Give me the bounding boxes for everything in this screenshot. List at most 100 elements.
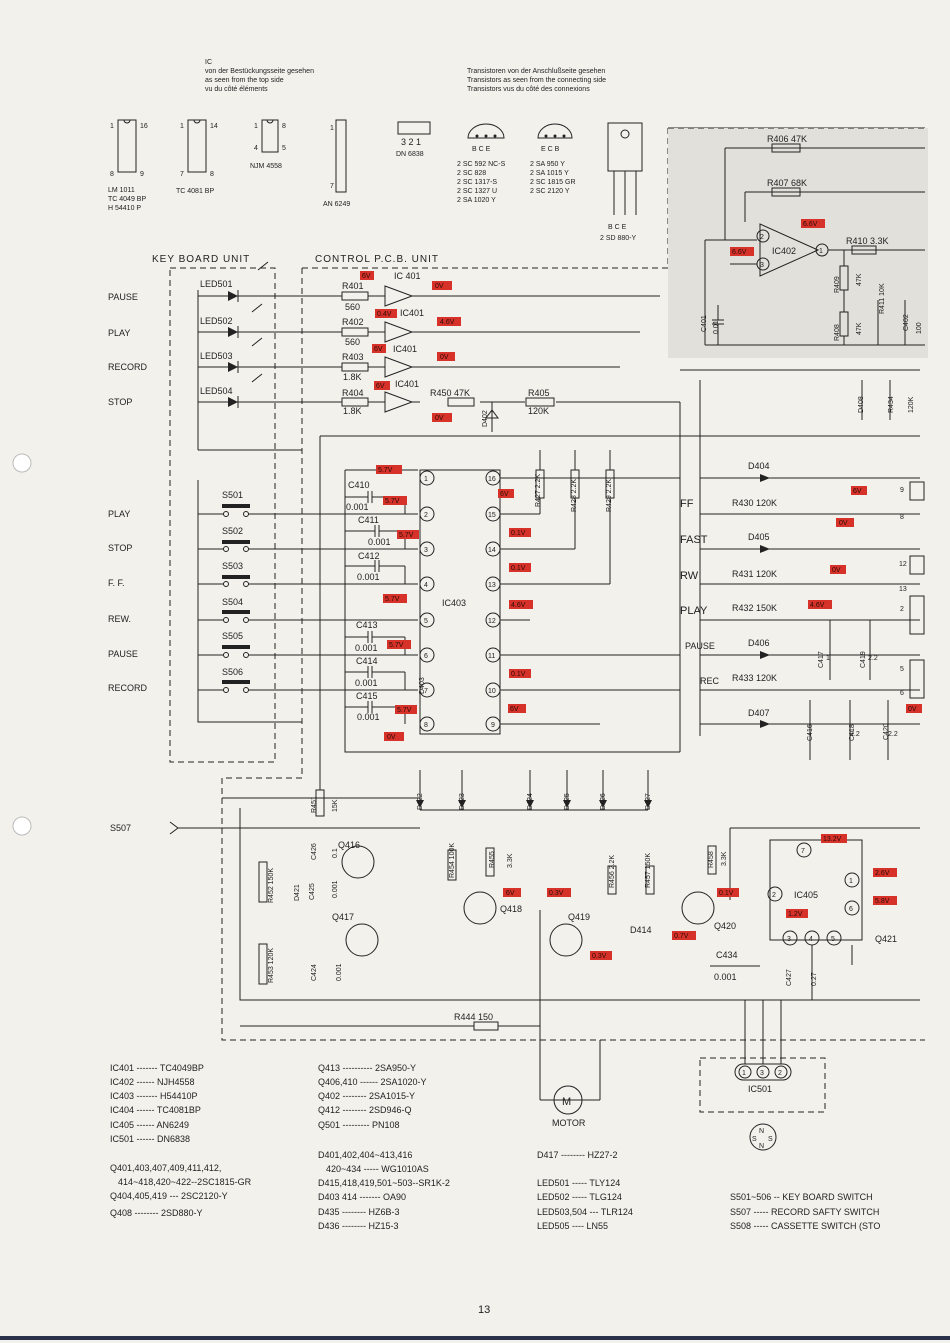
parts-line: LED502 ----- TLG124 bbox=[537, 1192, 622, 1202]
switch-ref: S505 bbox=[222, 631, 243, 641]
key-switch[interactable]: S502 bbox=[222, 526, 250, 552]
svg-text:0.1V: 0.1V bbox=[511, 565, 526, 572]
package-label: 2 SC 1327 U bbox=[457, 188, 497, 195]
resistor-label: R407 68K bbox=[767, 178, 807, 188]
svg-text:2: 2 bbox=[900, 606, 904, 613]
svg-text:5.7V: 5.7V bbox=[385, 596, 400, 603]
voltage-tag: 0V bbox=[437, 352, 455, 361]
key-switch[interactable]: S506 bbox=[222, 667, 250, 693]
capacitor-value: 0.001 bbox=[336, 963, 343, 981]
motor: M MOTOR bbox=[552, 1085, 586, 1128]
svg-text:2: 2 bbox=[424, 512, 428, 519]
capacitor-label: C414 bbox=[356, 656, 378, 666]
parts-line: IC401 ------- TC4049BP bbox=[110, 1063, 204, 1073]
diode-label: D404 bbox=[748, 461, 770, 471]
voltage-tag: 0.4V bbox=[375, 309, 397, 318]
parts-line: IC403 ------- H54410P bbox=[110, 1091, 198, 1101]
voltage-tag: 0V bbox=[432, 413, 452, 422]
switch-function-label: PLAY bbox=[108, 509, 130, 519]
resistor-label: R450 47K bbox=[430, 388, 470, 398]
capacitor-value: 0.001 bbox=[355, 643, 378, 653]
package-label: DN 6838 bbox=[396, 151, 424, 158]
svg-text:9: 9 bbox=[491, 722, 495, 729]
parts-list: IC401 ------- TC4049BP IC402 ------ NJH4… bbox=[110, 1063, 880, 1231]
package-pnp: E C B 2 SA 950 Y 2 SA 1015 Y 2 SC 1815 G… bbox=[530, 123, 576, 195]
voltage-tag: 6V bbox=[508, 704, 526, 713]
svg-text:2: 2 bbox=[760, 234, 764, 241]
keyboard-unit-border bbox=[169, 267, 276, 763]
key-switch[interactable]: S503 bbox=[222, 561, 250, 587]
resistor-value: 1.8K bbox=[343, 406, 362, 416]
ic-note-line: von der Bestückungsseite gesehen bbox=[205, 68, 314, 75]
svg-text:13: 13 bbox=[488, 582, 496, 589]
parts-line: Q412 -------- 2SD946-Q bbox=[318, 1105, 412, 1115]
key-switch[interactable]: S501 bbox=[222, 490, 250, 517]
transistor-ref: Q421 bbox=[875, 934, 897, 944]
svg-text:0.1V: 0.1V bbox=[511, 671, 526, 678]
voltage-tag: 6V bbox=[372, 344, 386, 353]
diode-label: D402 bbox=[482, 410, 489, 427]
parts-line: Q401,403,407,409,411,412, bbox=[110, 1163, 221, 1173]
resistor-value: 560 bbox=[345, 302, 360, 312]
svg-text:4: 4 bbox=[254, 145, 258, 152]
led-function-label: STOP bbox=[108, 397, 132, 407]
ic402-region: R406 47K R407 68K 231 IC402 R410 3.3K R4… bbox=[701, 134, 925, 346]
voltage-tag: 0.1V bbox=[509, 528, 531, 537]
parts-line: S508 ----- CASSETTE SWITCH (STO bbox=[730, 1221, 880, 1231]
transistor-section: S507 R451 15K C426 0.1 C425 0.001 D421 R… bbox=[110, 770, 920, 1151]
switch-ref: S503 bbox=[222, 561, 243, 571]
svg-text:9: 9 bbox=[140, 171, 144, 178]
svg-text:11: 11 bbox=[488, 653, 495, 660]
package-label: 2 SA 1015 Y bbox=[530, 170, 569, 177]
resistor-label: R433 120K bbox=[732, 673, 777, 683]
svg-text:6V: 6V bbox=[374, 346, 383, 353]
svg-text:0V: 0V bbox=[435, 415, 444, 422]
capacitor-label: C413 bbox=[356, 620, 378, 630]
parts-line: IC404 ------ TC4081BP bbox=[110, 1105, 201, 1115]
key-switch[interactable]: S505 bbox=[222, 631, 250, 658]
led-function-label: PAUSE bbox=[108, 292, 138, 302]
diode-label: D408 bbox=[858, 396, 865, 413]
svg-text:6V: 6V bbox=[500, 491, 509, 498]
svg-text:6V: 6V bbox=[362, 273, 371, 280]
parts-line: LED505 ---- LN55 bbox=[537, 1221, 608, 1231]
svg-text:0V: 0V bbox=[387, 734, 396, 741]
resistor-label: R404 bbox=[342, 388, 364, 398]
svg-text:1: 1 bbox=[330, 125, 334, 132]
voltage-tag: 5.7V bbox=[376, 465, 402, 474]
key-switch[interactable]: S504 bbox=[222, 597, 250, 623]
switch-function-label: STOP bbox=[108, 543, 132, 553]
parts-line: D435 -------- HZ6B-3 bbox=[318, 1207, 400, 1217]
resistor-value: 47K bbox=[856, 273, 863, 286]
svg-text:4.6V: 4.6V bbox=[440, 319, 455, 326]
voltage-tag: 0V bbox=[384, 732, 404, 741]
svg-text:6V: 6V bbox=[376, 383, 385, 390]
capacitor-label: C412 bbox=[358, 551, 380, 561]
package-pins: B C E bbox=[608, 224, 627, 231]
resistor-label: R456 2.2K bbox=[609, 855, 616, 888]
resistor-label: R427 2.2K bbox=[535, 474, 542, 507]
voltage-tag: 5.7V bbox=[387, 640, 411, 649]
voltage-tag: 0V bbox=[906, 704, 922, 713]
resistor-value: 3.3K bbox=[721, 851, 728, 866]
switch-function-label: PAUSE bbox=[108, 649, 138, 659]
function-label: FF bbox=[680, 498, 694, 510]
led-function-label: PLAY bbox=[108, 328, 130, 338]
svg-text:6V: 6V bbox=[853, 488, 862, 495]
diode-label: D407 bbox=[748, 708, 770, 718]
ic-ref: IC402 bbox=[772, 246, 796, 256]
capacitor-value: 0.001 bbox=[346, 502, 369, 512]
resistor-label: R406 47K bbox=[767, 134, 807, 144]
svg-text:8: 8 bbox=[900, 514, 904, 521]
svg-text:5.8V: 5.8V bbox=[875, 898, 890, 905]
resistor-value: 120K bbox=[908, 396, 915, 413]
capacitor-label: C425 bbox=[309, 883, 316, 900]
ic-note-line: IC bbox=[205, 59, 212, 66]
resistor-label: R430 120K bbox=[732, 498, 777, 508]
parts-line: D403 414 ------- OA90 bbox=[318, 1192, 406, 1202]
svg-text:13.2V: 13.2V bbox=[823, 836, 842, 843]
ic-note-line: vu du côté éléments bbox=[205, 86, 268, 93]
voltage-tag: 0V bbox=[432, 281, 452, 290]
